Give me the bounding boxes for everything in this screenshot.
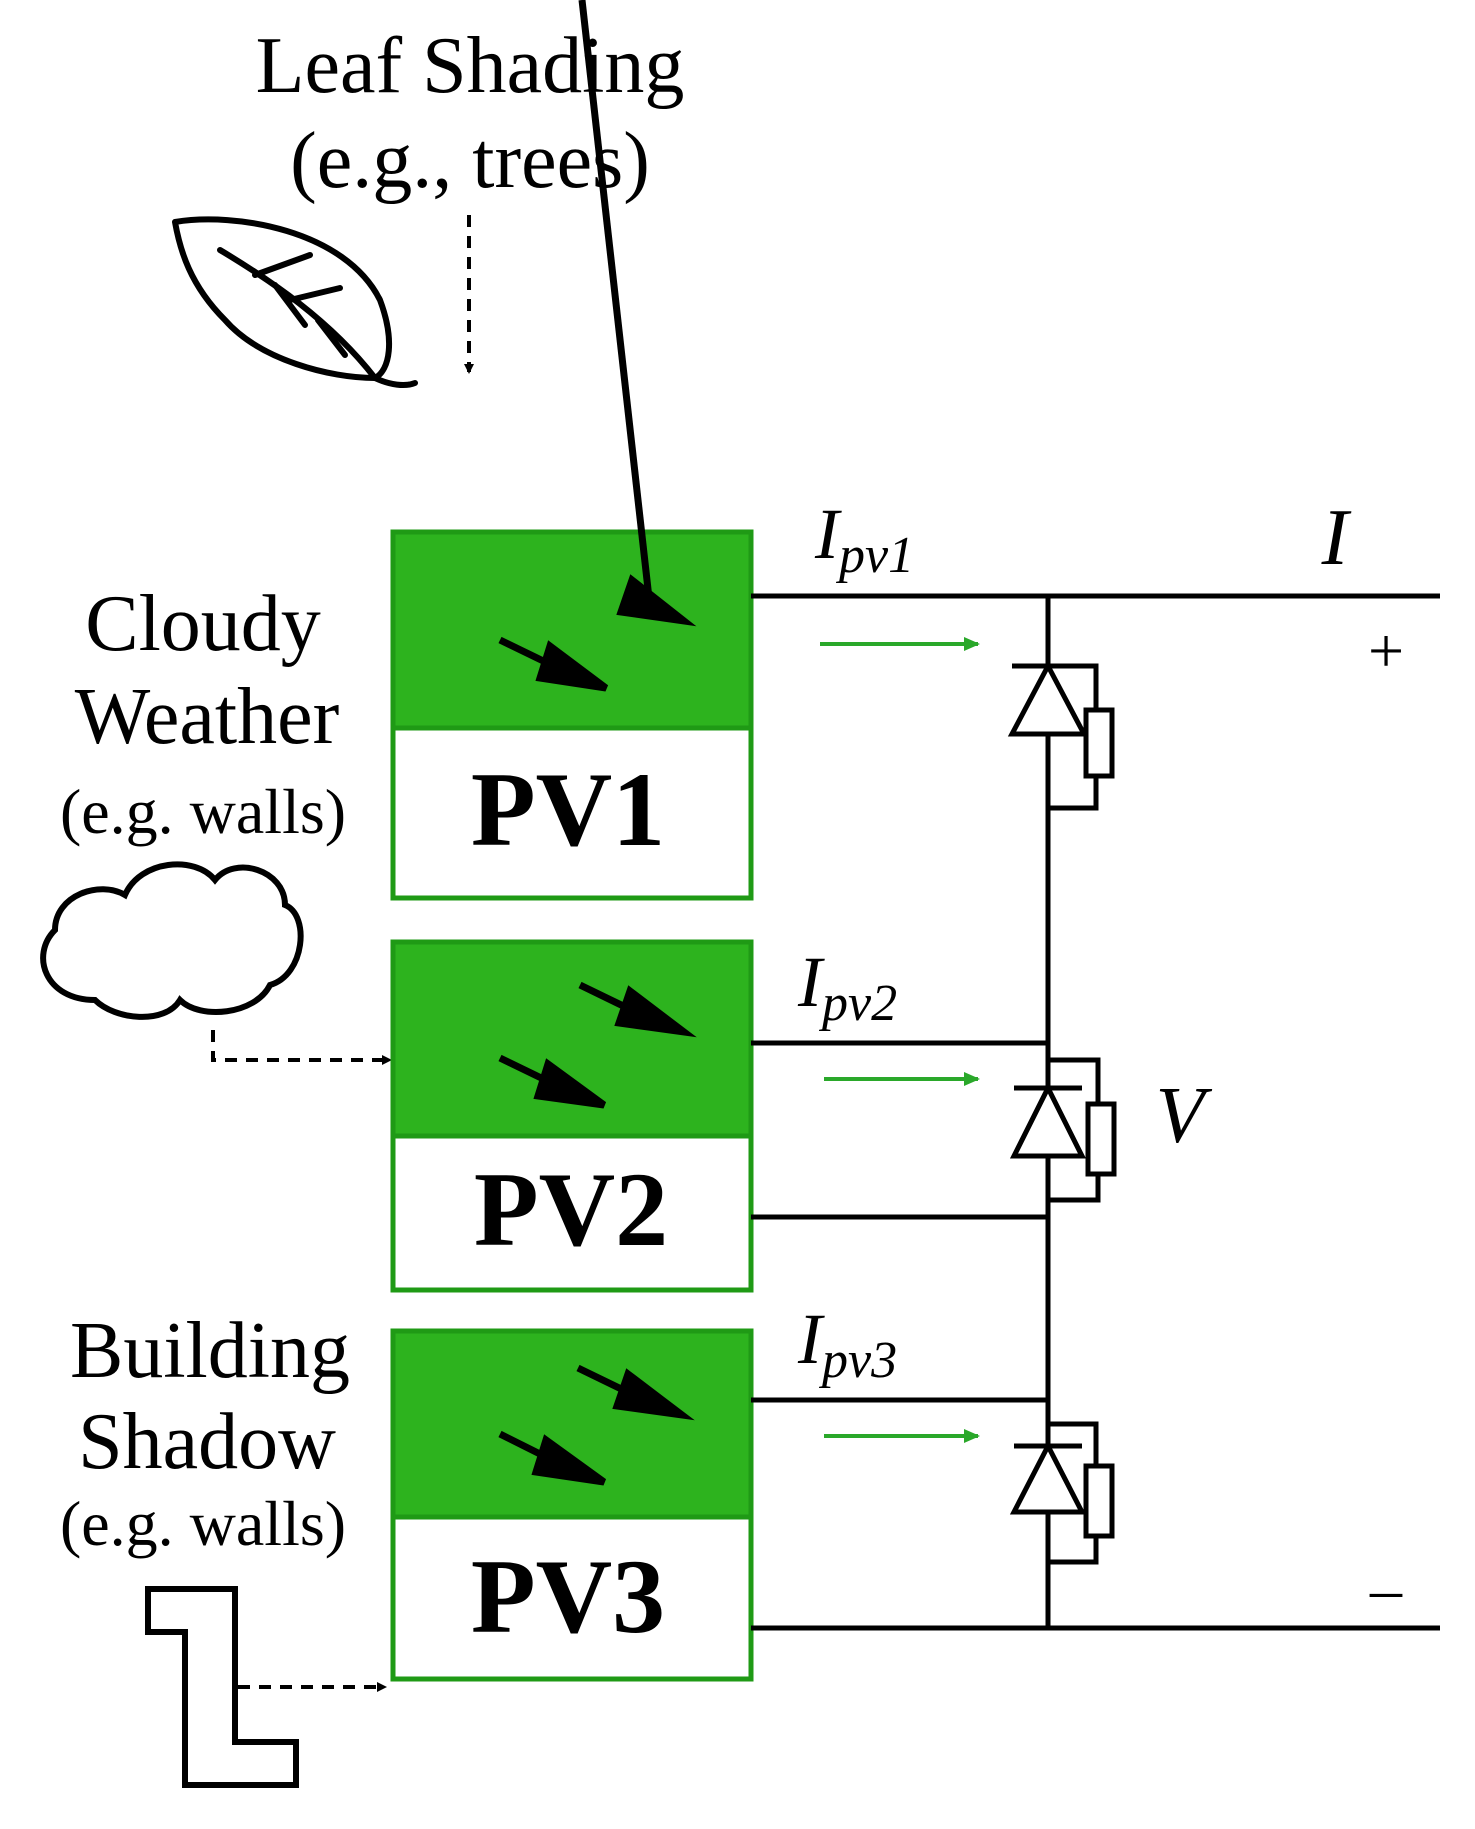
output-plus-label: + xyxy=(1368,615,1404,686)
pv2-cell xyxy=(390,939,754,1139)
output-current-label: I xyxy=(1321,494,1352,582)
cloud-shade-arrow xyxy=(211,1030,392,1065)
building-title-line3: (e.g. walls) xyxy=(60,1488,346,1559)
pv3-module: PV3 xyxy=(390,1328,754,1682)
leaf-title-line2: (e.g., trees) xyxy=(290,117,650,205)
cloud-title-line1: Cloudy xyxy=(85,580,321,668)
cloud-title-line3: (e.g. walls) xyxy=(60,776,346,847)
current-label-ipv1-main: I xyxy=(814,494,842,574)
pv1-module: PV1 xyxy=(390,0,754,901)
output-minus-label: – xyxy=(1369,1553,1403,1624)
pv1-label-box xyxy=(390,725,754,901)
pv1-label: PV1 xyxy=(471,751,665,868)
pv1-cell xyxy=(390,529,754,731)
pv2-label-box xyxy=(390,1133,754,1293)
pv3-label-box xyxy=(390,1514,754,1682)
pv2-sunlight-icon xyxy=(498,981,697,1109)
bypass-diode-2 xyxy=(1009,1057,1117,1203)
current-label-ipv3-sub: pv3 xyxy=(818,1332,897,1389)
bypass-diode-3 xyxy=(1009,1421,1115,1565)
pv2-label: PV2 xyxy=(474,1151,668,1268)
cloud-icon xyxy=(40,861,304,1020)
current-label-ipv3-main: I xyxy=(797,1299,825,1379)
building-icon xyxy=(145,1586,299,1788)
current-label-ipv2-main: I xyxy=(797,942,825,1022)
pv2-module: PV2 xyxy=(390,939,754,1293)
pv3-sunlight-icon xyxy=(498,1364,695,1486)
current-label-ipv1-sub: pv1 xyxy=(835,527,914,584)
current-label-ipv2: Ipv2 xyxy=(797,942,897,1032)
pv3-label: PV3 xyxy=(471,1538,665,1655)
cloud-title-line2: Weather xyxy=(75,673,340,761)
current-label-ipv2-sub: pv2 xyxy=(818,975,897,1032)
output-voltage-label: V xyxy=(1156,1072,1213,1160)
current-label-ipv1: Ipv1 xyxy=(814,494,914,584)
building-title-line1: Building xyxy=(70,1307,350,1395)
current-label-ipv3: Ipv3 xyxy=(797,1299,897,1389)
building-title-line2: Shadow xyxy=(78,1398,336,1486)
bypass-diode-1 xyxy=(1007,660,1115,811)
leaf-icon xyxy=(172,216,418,389)
leaf-title-line1: Leaf Shading xyxy=(256,22,685,110)
pv1-sunlight-icon xyxy=(498,0,697,692)
pv3-cell xyxy=(390,1328,754,1520)
